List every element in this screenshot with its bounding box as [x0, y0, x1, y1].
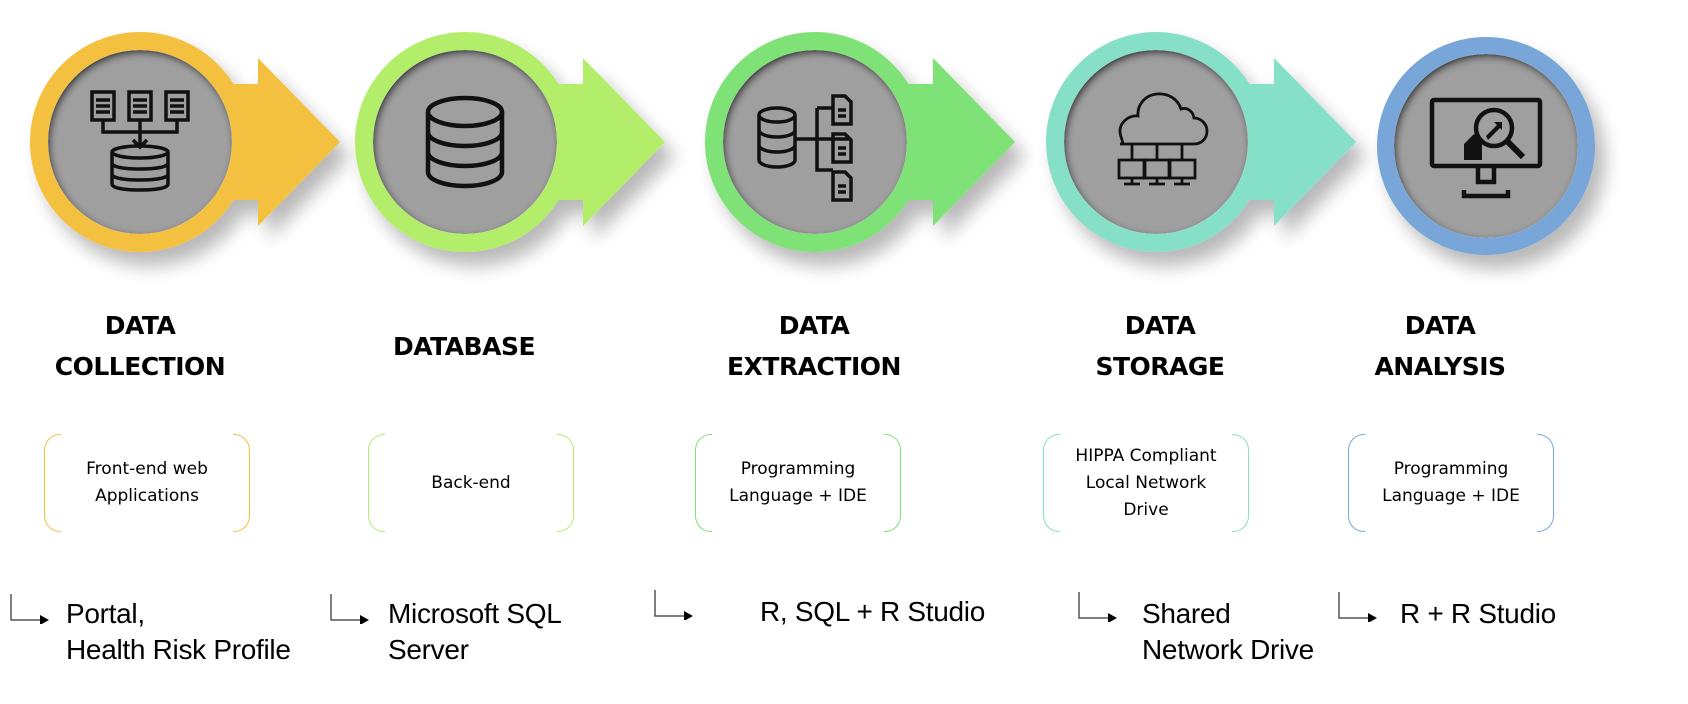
step-description-box: Back-end [368, 434, 574, 532]
elbow-arrow-icon [654, 590, 693, 620]
step-tool-text: R, SQL + R Studio [760, 596, 985, 627]
cloud-network-icon [1117, 92, 1209, 186]
elbow-arrow-icon [1078, 592, 1117, 622]
step-title: DATA STORAGE [1095, 311, 1225, 381]
step-badge [29, 22, 360, 272]
monitor-analytics-icon [1429, 97, 1543, 199]
step-database: DATABASE Back-end Microsoft SQL Server [330, 0, 690, 704]
step-badge [1370, 22, 1688, 272]
step-tool-text: Portal, Health Risk Profile [66, 598, 291, 665]
database-icon [425, 95, 505, 189]
step-tool-text: Shared Network Drive [1142, 598, 1314, 665]
elbow-arrow-icon [10, 594, 49, 624]
step-badge [705, 22, 1035, 272]
step-badge [1046, 22, 1376, 272]
step-title: DATA ANALYSIS [1374, 311, 1506, 381]
elbow-arrow-icon [1338, 592, 1377, 622]
documents-to-database-icon [90, 90, 190, 192]
step-badge [355, 22, 685, 272]
step-tool-text: R + R Studio [1400, 598, 1556, 629]
step-title: DATA EXTRACTION [727, 311, 901, 381]
database-hierarchy-icon [757, 94, 853, 202]
step-title: DATABASE [392, 332, 536, 361]
step-tool-text: Microsoft SQL Server [388, 598, 562, 665]
step-title: DATA COLLECTION [54, 311, 226, 381]
elbow-arrow-icon [330, 594, 369, 624]
